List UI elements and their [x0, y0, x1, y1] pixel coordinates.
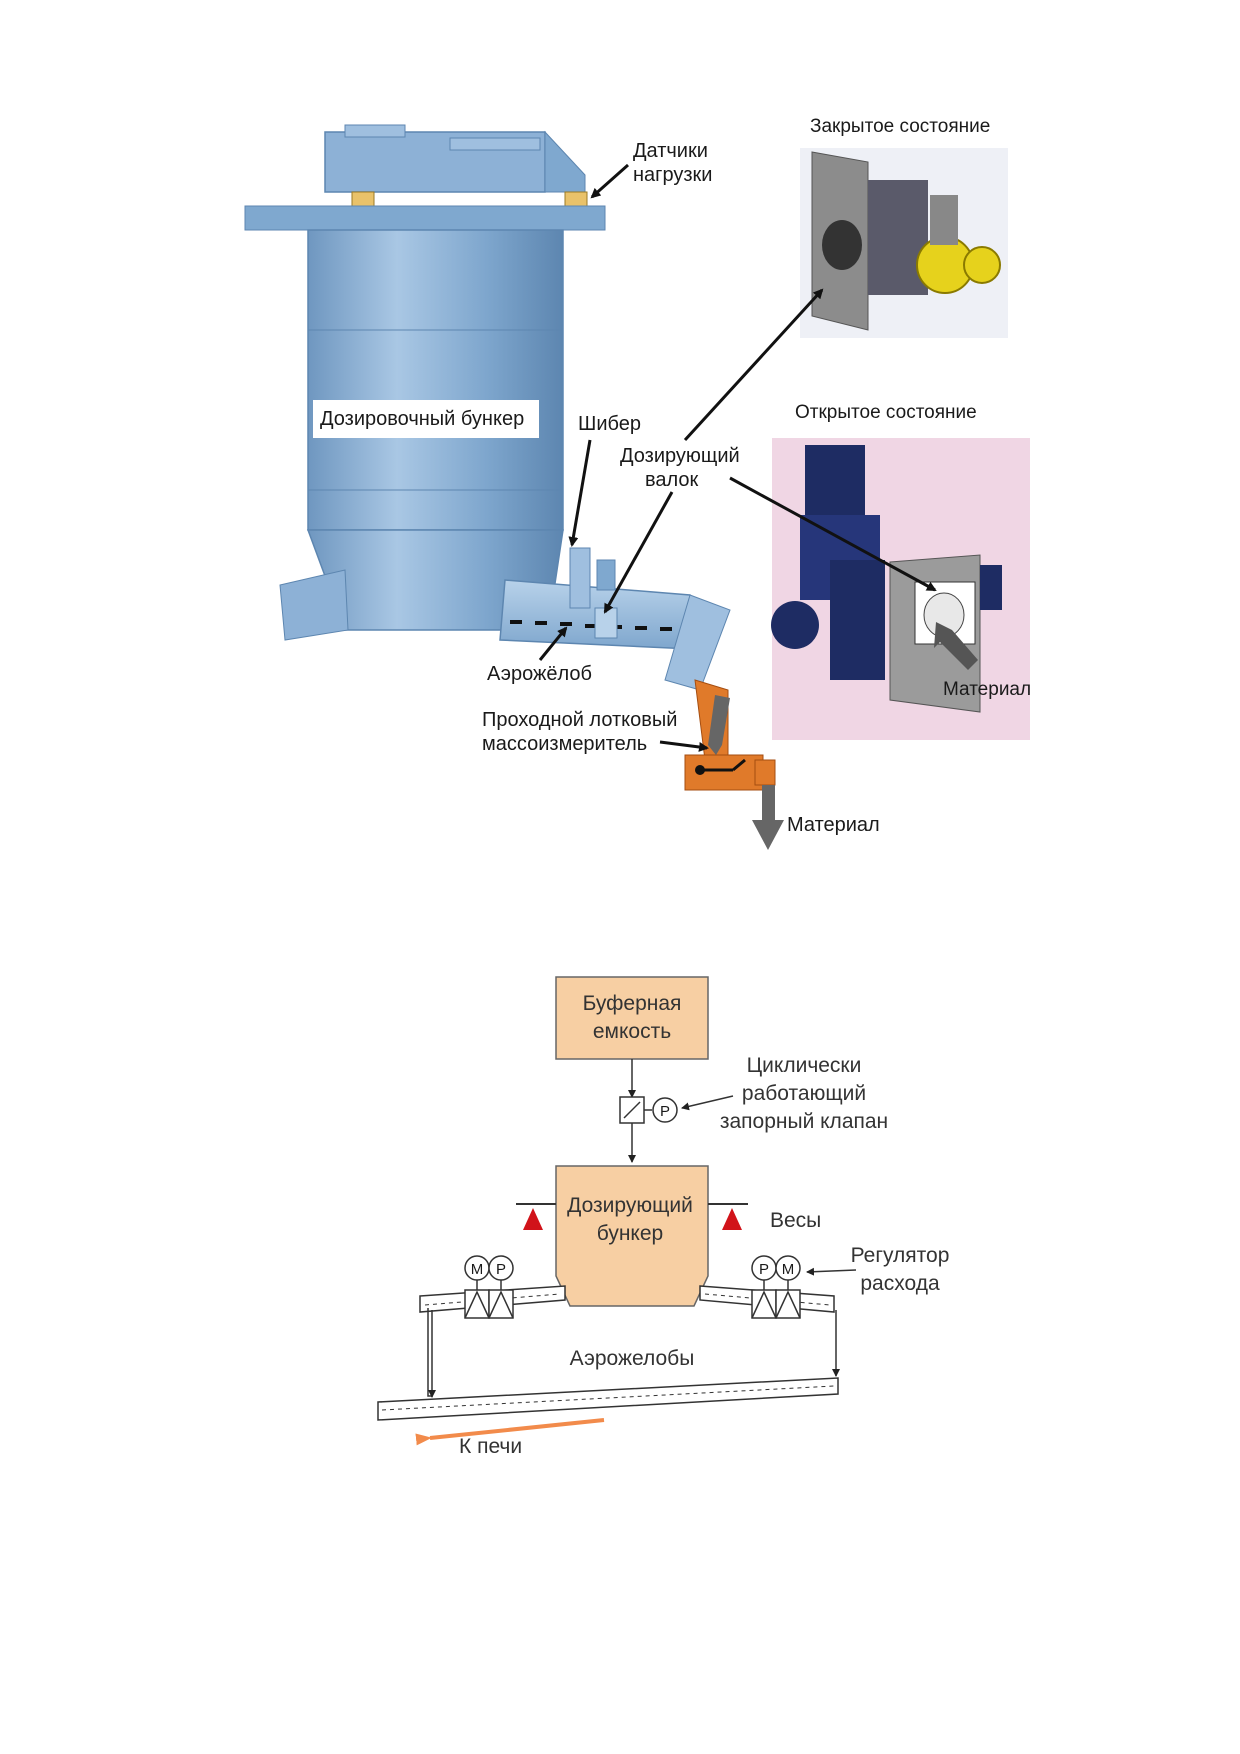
- flow-meter-label-1: Проходной лотковый: [482, 709, 677, 731]
- load-sensor-left: [351, 191, 375, 207]
- air-chute-label: Аэрожёлоб: [487, 663, 592, 685]
- shutoff-valve: P: [619, 1096, 678, 1124]
- air-chute-arrow: [538, 626, 568, 661]
- right-p-symbol: P: [759, 1261, 769, 1278]
- material-out-arrow: [752, 785, 784, 850]
- flow-meter-arrow: [659, 740, 709, 752]
- dosing-roller-label-1: Дозирующий: [620, 445, 740, 467]
- closed-state-label: Закрытое состояние: [810, 116, 990, 137]
- dosing-roller-label-2: валок: [645, 469, 699, 491]
- scales-label: Весы: [770, 1209, 821, 1232]
- flow-regulator-label-2: расхода: [860, 1272, 940, 1295]
- left-p-symbol: P: [496, 1261, 506, 1278]
- bunker-label: Дозировочный бункер: [320, 408, 524, 430]
- material-photo-label: Материал: [943, 679, 1031, 700]
- left-m-symbol: M: [471, 1261, 484, 1278]
- valve-label-2: работающий: [742, 1082, 866, 1105]
- main-air-chute: [377, 1377, 839, 1421]
- load-sensors-label-1: Датчики: [633, 140, 708, 162]
- flow-regulator-left: M P: [464, 1255, 514, 1319]
- dosing-bunker: Дозирующий бункер: [555, 1165, 709, 1307]
- dosing-bunker-label-1: Дозирующий: [567, 1194, 693, 1217]
- valve-label-1: Циклически: [747, 1054, 862, 1077]
- roller-arrow-down: [603, 491, 674, 614]
- right-m-symbol: M: [782, 1261, 795, 1278]
- gate-label: Шибер: [578, 413, 641, 435]
- roller-arrow-open: [729, 476, 937, 592]
- to-kiln-arrow: [415, 1418, 605, 1446]
- flow-regulator-right: P M: [751, 1255, 801, 1319]
- bunker-label-box: Дозировочный бункер: [313, 400, 539, 438]
- dosing-bunker-label-2: бункер: [597, 1222, 663, 1245]
- buffer-tank-label-1: Буферная: [583, 992, 682, 1015]
- closed-state-photo: [800, 148, 1008, 338]
- load-sensors-arrow: [590, 163, 629, 199]
- flow-meter-label-2: массоизмеритель: [482, 733, 647, 755]
- load-sensor-right: [564, 191, 588, 207]
- open-state-photo: [771, 438, 1030, 740]
- material-out-label: Материал: [787, 814, 880, 836]
- air-chutes-label: Аэрожелобы: [570, 1347, 695, 1370]
- bunker-illustration: [244, 124, 784, 850]
- buffer-tank-label-2: емкость: [593, 1020, 671, 1043]
- flow-regulator-label-1: Регулятор: [851, 1244, 950, 1267]
- roller-arrow-closed: [683, 288, 824, 442]
- to-kiln-label: К печи: [459, 1435, 522, 1458]
- load-sensors-label-2: нагрузки: [633, 164, 712, 186]
- valve-label-3: запорный клапан: [720, 1110, 888, 1133]
- gate-arrow: [568, 439, 592, 547]
- buffer-tank: Буферная емкость: [555, 976, 709, 1060]
- valve-p-symbol: P: [660, 1103, 670, 1120]
- scales: [516, 1203, 748, 1230]
- open-state-label: Открытое состояние: [795, 402, 977, 423]
